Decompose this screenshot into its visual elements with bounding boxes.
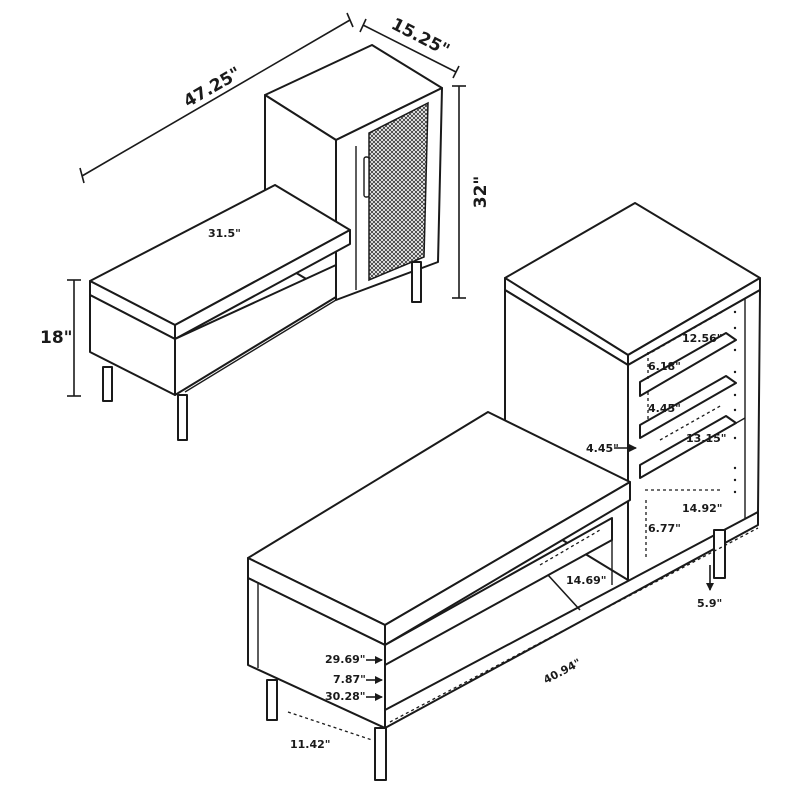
- cabinet-leg: [411, 261, 422, 303]
- bench-to-shelf-label: 4.45": [586, 442, 619, 455]
- bench-leg: [266, 679, 278, 721]
- leg-height-label: 5.9": [697, 597, 722, 610]
- lower-depth-label: 14.92": [682, 502, 723, 515]
- cushion-thickness-label: 7.87": [333, 673, 366, 686]
- rattan-door: [368, 101, 429, 282]
- seat-length-label: 31.5": [208, 227, 241, 240]
- depth-dim-line: [362, 24, 457, 73]
- bench-leg: [102, 366, 113, 402]
- inner-width-label: 14.69": [566, 574, 607, 587]
- shelf-depth-mid-label: 13.15": [686, 432, 727, 445]
- width-dim-line: [81, 19, 351, 177]
- shelf: [639, 332, 737, 397]
- base-length-label: 40.94": [541, 656, 583, 687]
- shelf-depth-top-label: 12.56": [682, 332, 723, 345]
- height-label: 32": [471, 176, 491, 209]
- bench-leg: [374, 727, 387, 781]
- bench-leg: [177, 394, 188, 441]
- overview-bench: 47.25" 15.25" 32" 18" 31.5": [40, 12, 491, 441]
- leg-offset-label: 11.42": [290, 738, 331, 751]
- seat-height-label: 18": [40, 328, 73, 348]
- shelf-gap-top-label: 6.18": [648, 360, 681, 373]
- shelf-peg-holes: [733, 310, 737, 494]
- shelf-gap-mid-label: 4.45": [648, 402, 681, 415]
- lower-gap-label: 6.77": [648, 522, 681, 535]
- drawer-height-label: 30.28": [325, 690, 366, 703]
- door-handle-icon: [363, 156, 370, 198]
- shelf: [639, 375, 737, 439]
- detail-bench: 12.56" 6.18" 4.45" 13.15" 4.45" 14.92" 6…: [247, 202, 761, 781]
- shelf-unit-leg: [713, 529, 726, 579]
- seat-depth-label: 29.69": [325, 653, 366, 666]
